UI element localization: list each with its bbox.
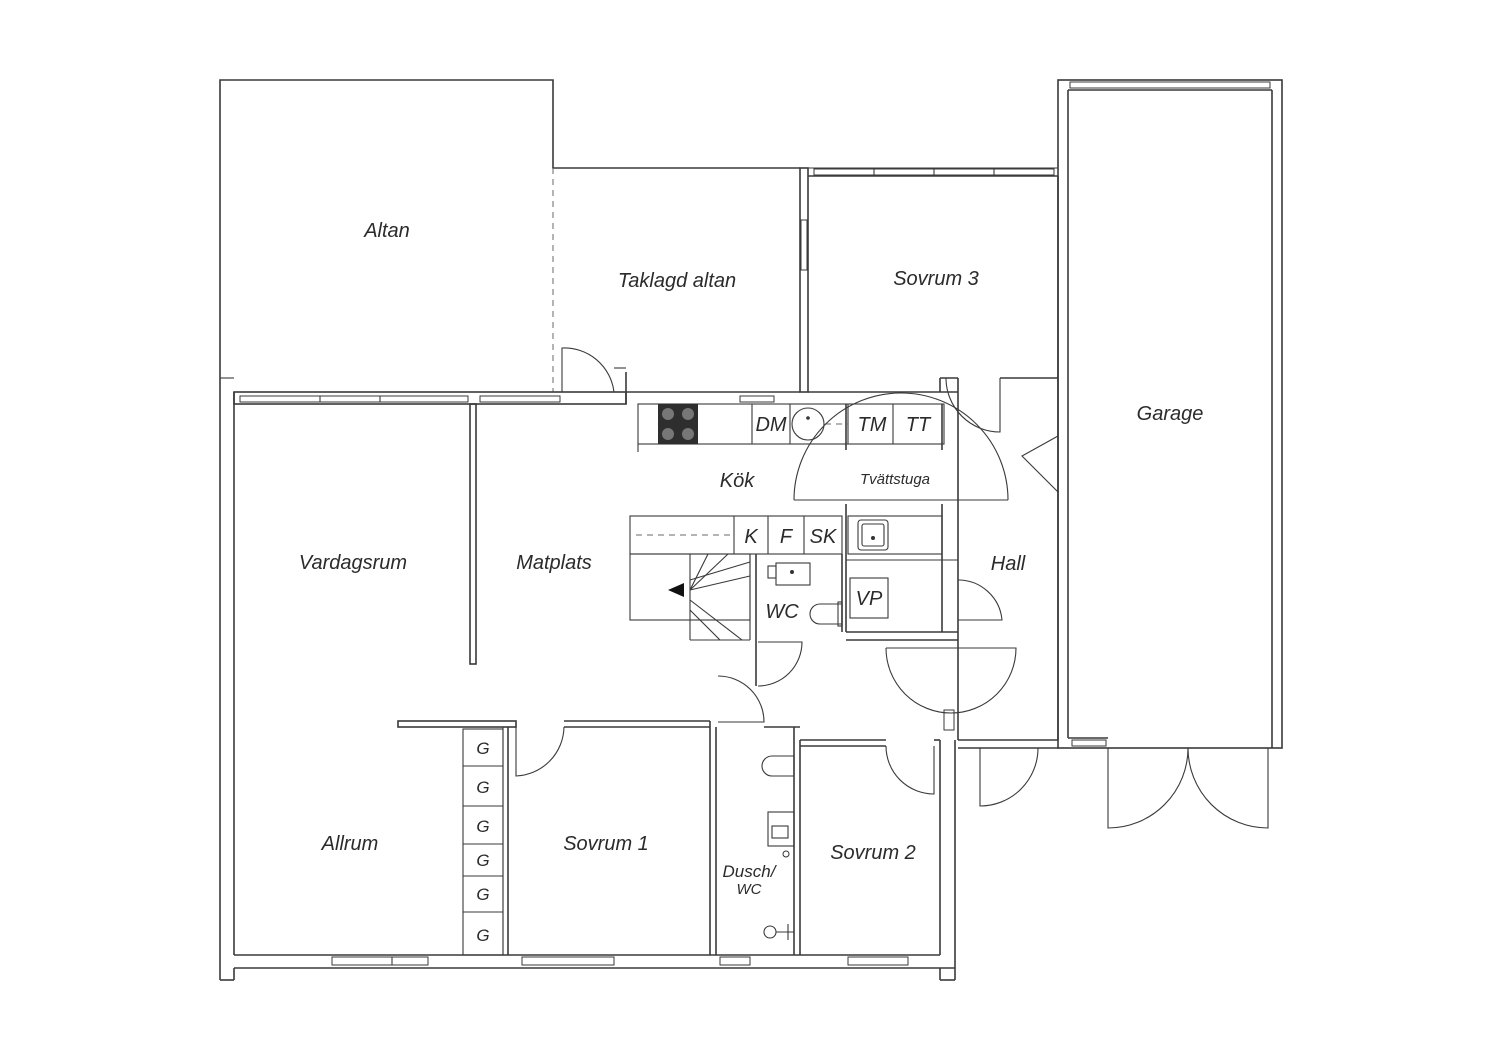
wardrobe-label: G — [476, 851, 489, 870]
wc-washbasin-icon — [767, 562, 811, 586]
stove-icon — [658, 404, 698, 444]
windows — [239, 81, 1271, 966]
shower-toilet-icon — [761, 755, 795, 777]
kitchen-sink-icon — [789, 404, 825, 444]
laundry-sink-icon — [857, 519, 889, 551]
room-label-sovrum-3: Sovrum 3 — [893, 268, 979, 290]
heat-pump-vp — [849, 577, 889, 619]
interior-walls — [397, 403, 958, 956]
fixture-label-f: F — [780, 526, 794, 548]
room-label-allrum: Allrum — [321, 833, 379, 855]
room-label-sovrum-1: Sovrum 1 — [563, 833, 649, 855]
wardrobe-label: G — [476, 885, 489, 904]
fixture-label-tt: TT — [906, 414, 932, 436]
shower-washbasin-icon — [767, 811, 795, 858]
wc-toilet-icon — [809, 601, 843, 627]
wardrobe-label: G — [476, 778, 489, 797]
fixture-label-tm: TM — [858, 414, 887, 436]
fixture-label-vp: VP — [856, 588, 883, 610]
room-label-vardagsrum: Vardagsrum — [299, 552, 407, 574]
room-label-dusch-wc-2: WC — [737, 881, 762, 898]
shower-head-icon — [763, 924, 794, 940]
room-label-sovrum-2: Sovrum 2 — [830, 842, 916, 864]
room-label-taklagd-altan: Taklagd altan — [618, 270, 736, 292]
wardrobe-label: G — [476, 817, 489, 836]
room-label-wc: WC — [765, 601, 799, 623]
fixture-label-sk: SK — [810, 526, 838, 548]
garage-walls — [1057, 79, 1283, 749]
room-label-kok: Kök — [720, 470, 755, 492]
room-label-hall: Hall — [991, 553, 1026, 575]
room-label-altan: Altan — [363, 220, 410, 242]
room-label-matplats: Matplats — [516, 552, 592, 574]
fixture-label-dm: DM — [755, 414, 786, 436]
room-label-dusch-wc-1: Dusch/ — [723, 862, 778, 881]
doors — [515, 347, 1269, 829]
room-label-tvattstuga: Tvättstuga — [860, 471, 930, 488]
altan-deck — [219, 79, 1059, 392]
room-label-garage: Garage — [1137, 403, 1204, 425]
fixture-label-k: K — [744, 526, 759, 548]
wardrobe-label: G — [476, 926, 489, 945]
wardrobe-label: G — [476, 739, 489, 758]
